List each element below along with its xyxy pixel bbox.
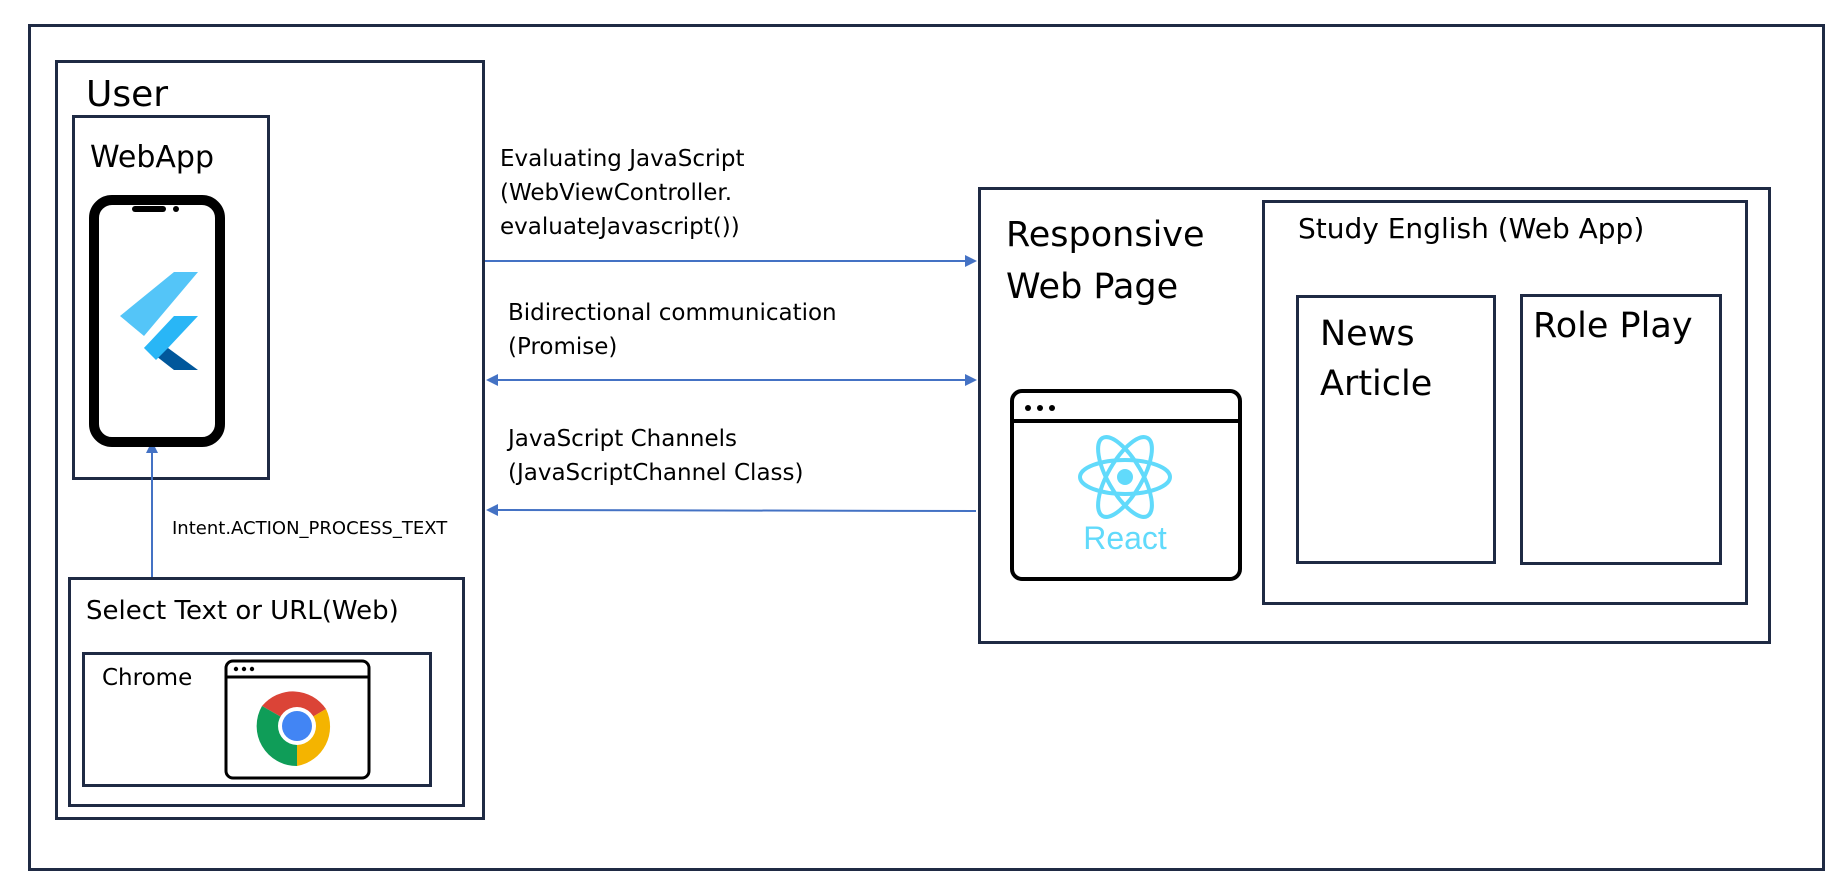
phone-flutter-icon	[89, 195, 225, 447]
channels-label-line2: (JavaScriptChannel Class)	[508, 460, 804, 486]
bidirectional-label-line1: Bidirectional communication	[508, 300, 837, 326]
channels-label-line1: JavaScript Channels	[508, 426, 738, 452]
intent-label: Intent.ACTION_PROCESS_TEXT	[172, 518, 448, 539]
webapp-box	[72, 115, 270, 480]
select-text-box	[68, 577, 465, 807]
react-logo-icon	[1078, 435, 1172, 519]
diagram-frame	[28, 24, 1825, 871]
chrome-logo-icon	[256, 691, 331, 767]
react-label: React	[1083, 520, 1167, 556]
responsive-web-page-box	[978, 187, 1771, 644]
role-play-box	[1520, 294, 1722, 565]
study-english-box	[1262, 200, 1748, 605]
evaluate-label-line2: (WebViewController.	[500, 180, 733, 206]
channels-arrow	[486, 504, 977, 517]
responsive-title-line1: Responsive	[1006, 215, 1205, 255]
role-play-label: Role Play	[1533, 306, 1693, 346]
webapp-title: WebApp	[90, 140, 215, 175]
user-box	[55, 60, 485, 820]
react-browser-icon: React	[1010, 389, 1242, 581]
responsive-title-line2: Web Page	[1006, 267, 1179, 307]
chrome-label: Chrome	[102, 665, 193, 691]
evaluate-label-line1: Evaluating JavaScript	[500, 146, 745, 172]
news-article-box	[1296, 295, 1496, 564]
chrome-box	[82, 652, 432, 787]
select-text-title: Select Text or URL(Web)	[86, 596, 399, 626]
news-article-line2: Article	[1320, 364, 1433, 404]
chrome-browser-icon	[224, 659, 371, 780]
study-english-title: Study English (Web App)	[1298, 212, 1645, 245]
news-article-line1: News	[1320, 314, 1415, 354]
evaluate-label-line3: evaluateJavascript())	[500, 214, 740, 240]
bidirectional-label-line2: (Promise)	[508, 334, 618, 360]
user-title: User	[86, 74, 169, 115]
